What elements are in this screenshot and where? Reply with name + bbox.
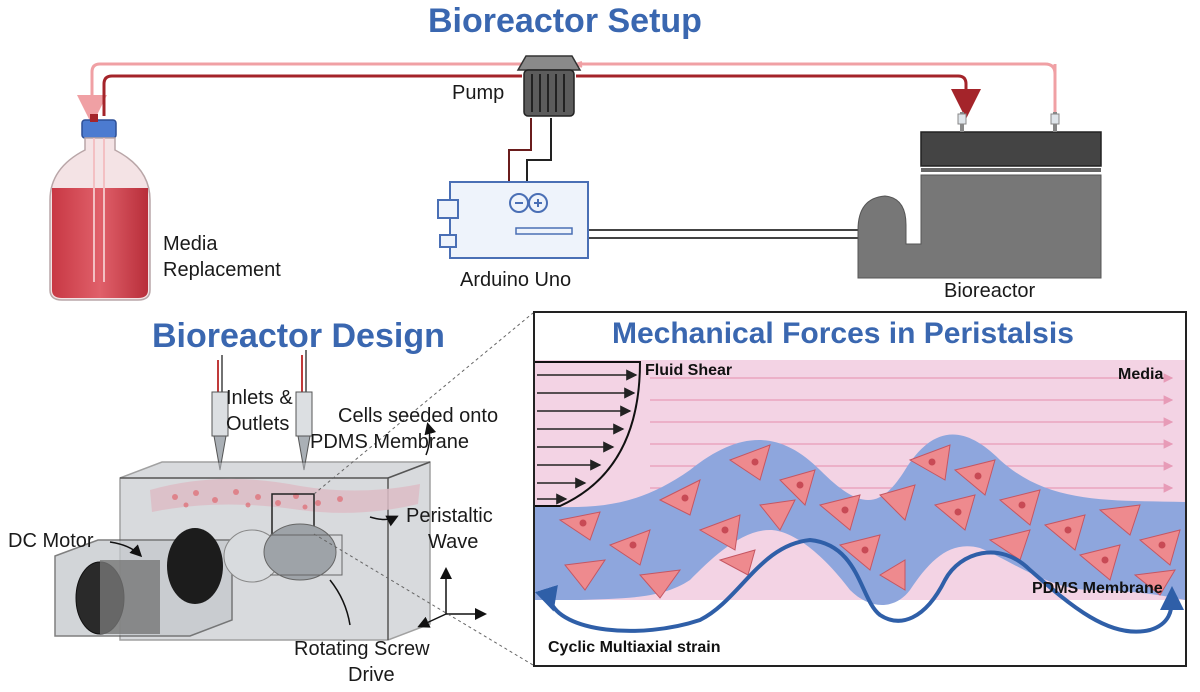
tubing-lines: [77, 61, 1057, 239]
peristalsis-illustration: [535, 360, 1185, 634]
callout-lines: [109, 312, 534, 666]
dc-motor-label: DC Motor: [8, 530, 94, 552]
forces-title: Mechanical Forces in Peristalsis: [612, 317, 1074, 350]
cells-label-line1: Cells seeded onto: [338, 405, 499, 427]
pump-device: [516, 55, 582, 117]
mechanical-forces-panel: [533, 311, 1187, 667]
media-replacement-label-line2: Replacement: [163, 259, 281, 281]
setup-title: Bioreactor Setup: [428, 2, 702, 40]
media-label: Media: [1118, 366, 1164, 383]
fluid-shear-label: Fluid Shear: [645, 362, 733, 379]
media-replacement-label-line1: Media: [163, 233, 218, 255]
inlets-label-line2: Outlets: [226, 413, 290, 435]
inlets-label-line1: Inlets &: [226, 387, 293, 409]
pump-label: Pump: [452, 82, 505, 104]
bioreactor-label: Bioreactor: [944, 280, 1036, 302]
cyclic-strain-label: Cyclic Multiaxial strain: [548, 639, 721, 656]
peristaltic-wave-label-line2: Wave: [428, 531, 479, 553]
screw-drive-label-line2: Drive: [348, 664, 395, 686]
screw-drive-label-line1: Rotating Screw: [294, 638, 430, 660]
bioreactor-device: [857, 112, 1102, 279]
pdms-membrane-label: PDMS Membrane: [1032, 580, 1163, 597]
peristaltic-wave-label-line1: Peristaltic: [406, 505, 493, 527]
media-bottle: [49, 114, 151, 301]
arduino-label: Arduino Uno: [460, 269, 572, 291]
cells-label-line2: PDMS Membrane: [310, 431, 469, 453]
arduino-board: [437, 181, 589, 259]
design-title: Bioreactor Design: [152, 317, 445, 355]
design-device: [54, 350, 487, 641]
